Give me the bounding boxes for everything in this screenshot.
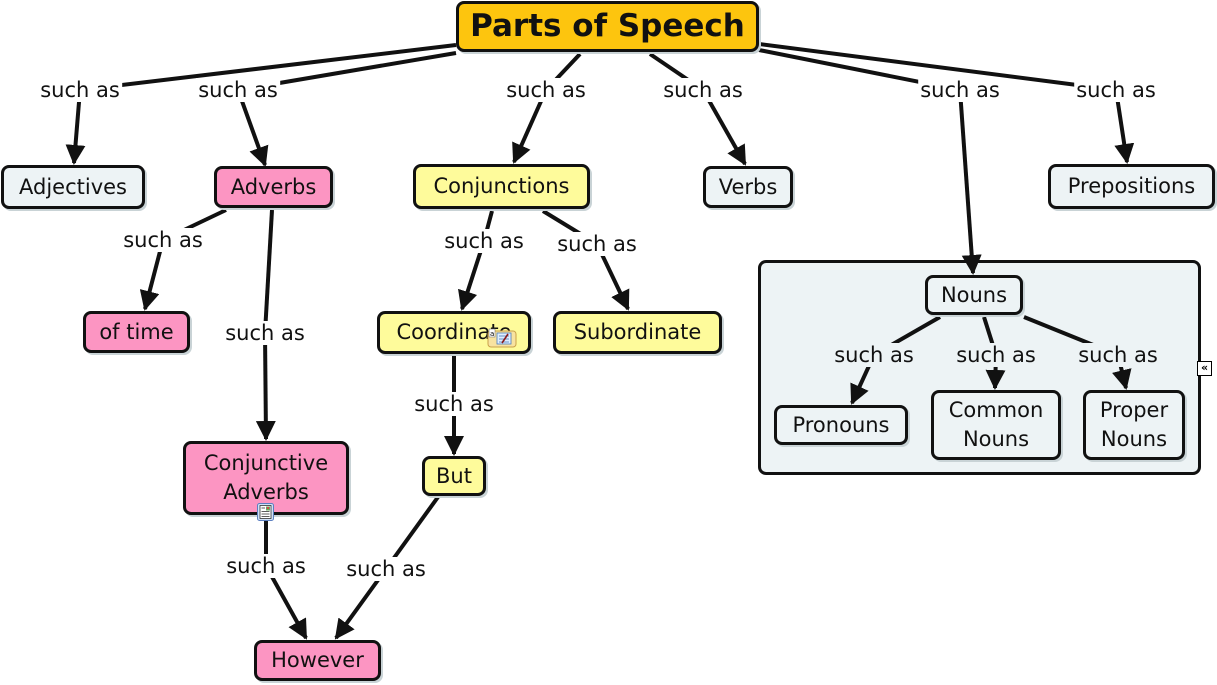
link-label-nouns-pronouns[interactable]: such as (832, 343, 916, 367)
node-verbs[interactable]: Verbs (703, 166, 793, 208)
node-pronouns[interactable]: Pronouns (774, 405, 908, 445)
node-conjunctive-adverbs[interactable]: Conjunctive Adverbs (183, 441, 349, 515)
collapse-group-icon[interactable]: « (1197, 361, 1212, 376)
node-root[interactable]: Parts of Speech (456, 1, 759, 52)
link-arrow-to-conjunctions[interactable] (512, 89, 548, 164)
node-subordinate[interactable]: Subordinate (553, 311, 722, 354)
link-label-nouns-common-nouns[interactable]: such as (954, 343, 1038, 367)
link-label-adverbs-conjunctive-adverbs[interactable]: such as (223, 321, 307, 345)
node-however[interactable]: However (254, 640, 381, 681)
link-label-conjunctive-adverbs-however[interactable]: such as (224, 554, 308, 578)
link-label-adverbs-of-time[interactable]: such as (121, 228, 205, 252)
node-adjectives[interactable]: Adjectives (1, 165, 145, 209)
link-arrow-to-nouns[interactable] (958, 89, 982, 275)
link-label-but-however[interactable]: such as (344, 557, 428, 581)
link-arrow-to-however[interactable] (264, 565, 308, 640)
note-attachment-icon[interactable]: a (487, 328, 517, 348)
node-of-time[interactable]: of time (83, 311, 190, 353)
link-label-root-adjectives[interactable]: such as (38, 78, 122, 102)
link-arrow-to-conjunctive-adverbs[interactable] (255, 332, 276, 441)
link-line-adverbs-to-label[interactable] (263, 209, 274, 334)
link-arrow-to-verbs[interactable] (701, 89, 747, 166)
node-but[interactable]: But (422, 456, 486, 496)
node-prepositions[interactable]: Prepositions (1048, 164, 1215, 209)
link-arrow-to-adverbs[interactable] (236, 89, 269, 167)
svg-text:a: a (490, 330, 494, 338)
node-proper-nouns[interactable]: Proper Nouns (1083, 390, 1185, 460)
document-resource-icon[interactable] (257, 503, 274, 521)
link-line-root-to-label[interactable] (758, 42, 1117, 92)
node-nouns[interactable]: Nouns (925, 275, 1023, 315)
link-label-root-verbs[interactable]: such as (661, 78, 745, 102)
link-label-root-adverbs[interactable]: such as (196, 78, 280, 102)
link-label-coordinate-but[interactable]: such as (412, 392, 496, 416)
node-adverbs[interactable]: Adverbs (214, 166, 333, 208)
node-common-nouns[interactable]: Common Nouns (931, 390, 1061, 460)
link-arrow-to-prepositions[interactable] (1114, 89, 1135, 164)
link-label-root-nouns[interactable]: such as (918, 78, 1002, 102)
link-label-conjunctions-subordinate[interactable]: such as (555, 232, 639, 256)
link-label-root-prepositions[interactable]: such as (1074, 78, 1158, 102)
node-conjunctions[interactable]: Conjunctions (413, 164, 590, 209)
link-arrow-to-adjectives[interactable] (65, 89, 86, 165)
link-label-conjunctions-coordinate[interactable]: such as (442, 229, 526, 253)
link-line-root-to-label[interactable] (79, 43, 457, 92)
link-label-root-conjunctions[interactable]: such as (504, 78, 588, 102)
link-label-nouns-proper-nouns[interactable]: such as (1076, 343, 1160, 367)
